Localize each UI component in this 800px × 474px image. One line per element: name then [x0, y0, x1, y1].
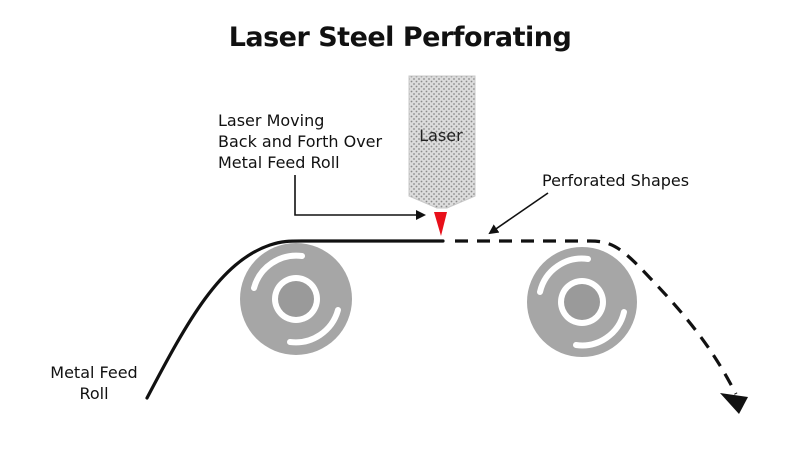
- laser-moving-arrow: [294, 175, 426, 220]
- metal-feed-roll-label: Metal Feed Roll: [50, 363, 138, 403]
- diagram-title: Laser Steel Perforating: [228, 22, 572, 53]
- laser-label: Laser: [419, 126, 463, 145]
- laser-moving-label: Laser Moving Back and Forth Over Metal F…: [218, 111, 383, 172]
- laser-tip-icon: [434, 212, 447, 236]
- perforated-shapes-label: Perforated Shapes: [542, 171, 690, 190]
- right-roller-icon: [527, 247, 637, 357]
- perforated-shapes-arrow: [488, 192, 549, 235]
- left-roller-icon: [240, 243, 352, 355]
- metal-sheet-solid: [145, 239, 445, 400]
- laser-head-icon: [408, 75, 476, 236]
- sheet-direction-arrowhead-icon: [720, 393, 748, 414]
